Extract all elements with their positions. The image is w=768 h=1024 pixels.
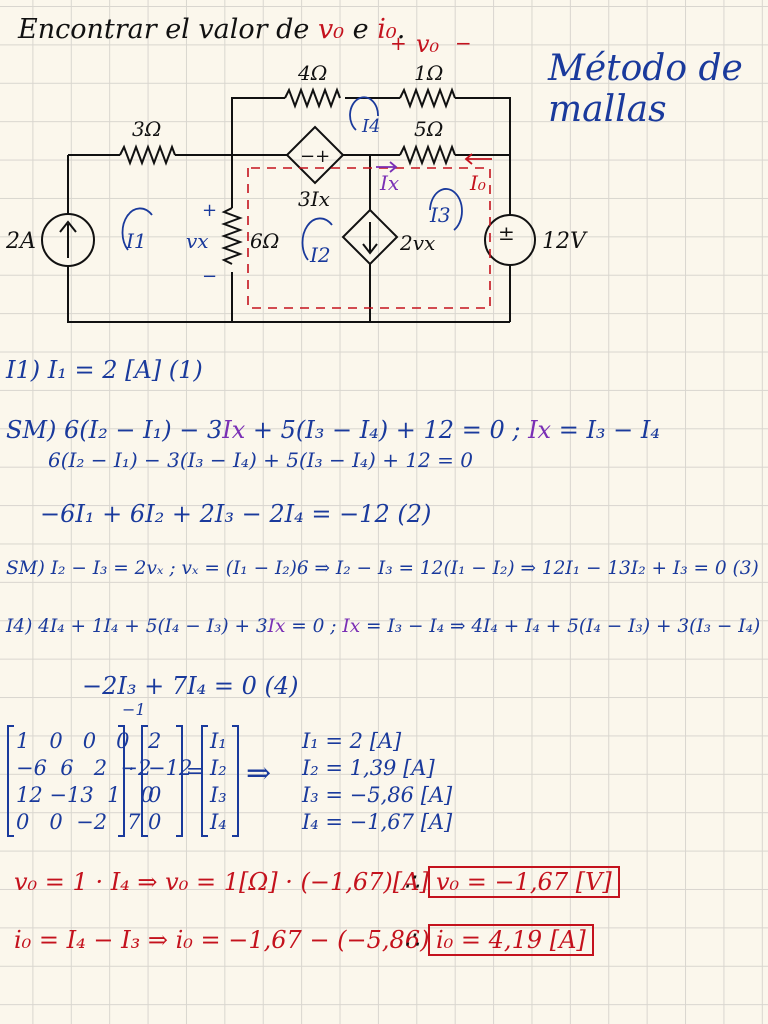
mesh3-arrow-icon bbox=[429, 188, 463, 231]
wire bbox=[231, 97, 285, 155]
label-mesh2: I2 bbox=[309, 243, 331, 267]
wire bbox=[455, 97, 511, 215]
matrix-row: −6 6 2 −2 bbox=[16, 756, 152, 780]
dependent-current-source bbox=[341, 208, 399, 266]
implies-arrow: ⇒ bbox=[246, 756, 272, 791]
matrix-row: 12 −13 1 0 bbox=[16, 783, 154, 807]
eq-part: SM) 6(I₂ − I₁) − 3 bbox=[6, 416, 223, 444]
vx-plus: + bbox=[202, 200, 217, 221]
matrix-equals: = bbox=[186, 759, 204, 783]
label-mesh3: I3 bbox=[429, 203, 451, 227]
rhs-value: 0 bbox=[148, 783, 162, 807]
label-dep-current: 2vx bbox=[399, 231, 435, 255]
variable: I₂ bbox=[210, 756, 227, 780]
matrix-dot: · bbox=[128, 757, 135, 781]
label-mesh4: I4 bbox=[361, 116, 381, 137]
label-vx: vx bbox=[186, 229, 209, 253]
circuit-diagram: 3Ω 4Ω 1Ω 5Ω 6Ω 2A 12V ± −+ 3Ix 2vx vx + … bbox=[5, 30, 588, 323]
therefore-symbol: ∴ bbox=[404, 868, 420, 896]
therefore-symbol: ∴ bbox=[404, 926, 420, 954]
mesh1-arrow-icon bbox=[121, 207, 153, 251]
mesh2-arrow-icon bbox=[301, 217, 333, 261]
io-derivation: i₀ = I₄ − I₃ ⇒ i₀ = −1,67 − (−5,86) bbox=[14, 926, 430, 954]
matrix-row: 0 0 −2 7 bbox=[16, 810, 141, 834]
resistor-4ohm bbox=[284, 87, 341, 109]
vo-minus: − bbox=[455, 31, 472, 55]
mesh-currents-results: I₁ = 2 [A] I₂ = 1,39 [A] I₃ = −5,86 [A] … bbox=[302, 728, 452, 836]
matrix-brackets bbox=[7, 725, 239, 837]
label-r2: 4Ω bbox=[297, 61, 327, 85]
label-r4: 5Ω bbox=[414, 117, 443, 141]
method-title: Método de mallas bbox=[548, 48, 743, 130]
resistor-1ohm bbox=[399, 87, 456, 109]
eq-part: = 0 ; bbox=[285, 616, 343, 637]
voltage-source-polarity: ± bbox=[498, 221, 515, 245]
rhs-value: −12 bbox=[148, 756, 193, 780]
resistor-5ohm bbox=[399, 144, 456, 166]
rhs-value: 2 bbox=[148, 729, 162, 753]
title-mid: e bbox=[344, 14, 378, 45]
variable: I₃ bbox=[210, 783, 227, 807]
vx-minus: − bbox=[202, 266, 217, 287]
vo-answer-box: v₀ = −1,67 [V] bbox=[428, 866, 620, 898]
vo-plus: + bbox=[390, 31, 407, 55]
equation-supermesh-substituted: 6(I₂ − I₁) − 3(I₃ − I₄) + 5(I₃ − I₄) + 1… bbox=[48, 448, 473, 472]
vo-derivation: v₀ = 1 · I₄ ⇒ v₀ = 1[Ω] · (−1,67)[A] bbox=[14, 868, 429, 896]
eq-part: = I₃ − I₄ ⇒ 4I₄ + I₄ + 5(I₄ − I₃) + 3(I₃… bbox=[360, 616, 768, 637]
label-r5: 6Ω bbox=[250, 229, 279, 253]
eq-ix: Ix bbox=[342, 616, 361, 637]
title-vo: v₀ bbox=[317, 14, 345, 45]
mesh4-arrow-icon bbox=[349, 96, 379, 131]
equation-supermesh-1: SM) 6(I₂ − I₁) − 3Ix + 5(I₃ − I₄) + 12 =… bbox=[6, 416, 660, 444]
title-end: . bbox=[396, 14, 406, 45]
eq-ix: Ix bbox=[222, 416, 246, 444]
label-voltage-source: 12V bbox=[542, 229, 588, 254]
resistor-3ohm bbox=[119, 144, 176, 166]
label-dep-voltage: 3Ix bbox=[298, 187, 330, 211]
down-arrow-icon bbox=[362, 222, 378, 255]
label-r3: 1Ω bbox=[414, 61, 443, 85]
variable: I₁ bbox=[210, 729, 227, 753]
matrix-row: 1 0 0 0 bbox=[16, 729, 130, 753]
ix-arrow-icon bbox=[376, 161, 398, 173]
inverse-exponent: −1 bbox=[122, 700, 146, 719]
label-ix: Ix bbox=[379, 171, 399, 195]
result-line: I₂ = 1,39 [A] bbox=[302, 756, 435, 780]
voltage-source bbox=[484, 214, 536, 266]
io-arrow-icon bbox=[464, 153, 492, 165]
eq-part: I4) 4I₄ + 1I₄ + 5(I₄ − I₃) + 3 bbox=[6, 616, 268, 637]
dep-source-polarity: −+ bbox=[300, 146, 330, 167]
title-io: i₀ bbox=[377, 14, 397, 45]
dependent-voltage-source bbox=[285, 125, 345, 185]
resistor-6ohm bbox=[221, 207, 243, 265]
label-vo: v₀ bbox=[416, 30, 440, 58]
equation-mesh1: I1) I₁ = 2 [A] (1) bbox=[6, 356, 203, 384]
variable-vector: I₁ I₂ I₃ I₄ bbox=[210, 728, 227, 836]
variable: I₄ bbox=[210, 810, 227, 834]
equation-mesh4: I4) 4I₄ + 1I₄ + 5(I₄ − I₃) + 3Ix = 0 ; I… bbox=[6, 616, 768, 637]
label-current-source: 2A bbox=[5, 229, 36, 254]
label-mesh1: I1 bbox=[125, 229, 147, 253]
current-arrow-icon bbox=[59, 220, 77, 258]
wire bbox=[67, 265, 510, 323]
label-r1: 3Ω bbox=[132, 117, 161, 141]
rhs-value: 0 bbox=[148, 810, 162, 834]
equation-4: −2I₃ + 7I₄ = 0 (4) bbox=[82, 672, 299, 700]
rhs-vector: 2 −12 0 0 bbox=[148, 728, 192, 836]
coefficient-matrix: 1 0 0 0 −6 6 2 −2 12 −13 1 0 0 0 −2 7 bbox=[16, 728, 154, 836]
io-answer-box: i₀ = 4,19 [A] bbox=[428, 924, 594, 956]
title-text: Encontrar el valor de bbox=[18, 14, 318, 45]
result-line: I₃ = −5,86 [A] bbox=[302, 783, 453, 807]
eq-part: + 5(I₃ − I₄) + 12 = 0 ; bbox=[245, 416, 529, 444]
page-title: Encontrar el valor de v₀ e i₀. bbox=[18, 14, 405, 45]
result-line: I₁ = 2 [A] bbox=[302, 729, 402, 753]
eq-ix: Ix bbox=[528, 416, 552, 444]
equation-2: −6I₁ + 6I₂ + 2I₃ − 2I₄ = −12 (2) bbox=[40, 500, 432, 528]
label-io: I₀ bbox=[469, 171, 486, 195]
equation-supermesh-2: SM) I₂ − I₃ = 2vₓ ; vₓ = (I₁ − I₂)6 ⇒ I₂… bbox=[6, 558, 759, 579]
eq-part: = I₃ − I₄ bbox=[551, 416, 661, 444]
eq-ix: Ix bbox=[267, 616, 286, 637]
current-source bbox=[41, 213, 95, 267]
result-line: I₄ = −1,67 [A] bbox=[302, 810, 453, 834]
